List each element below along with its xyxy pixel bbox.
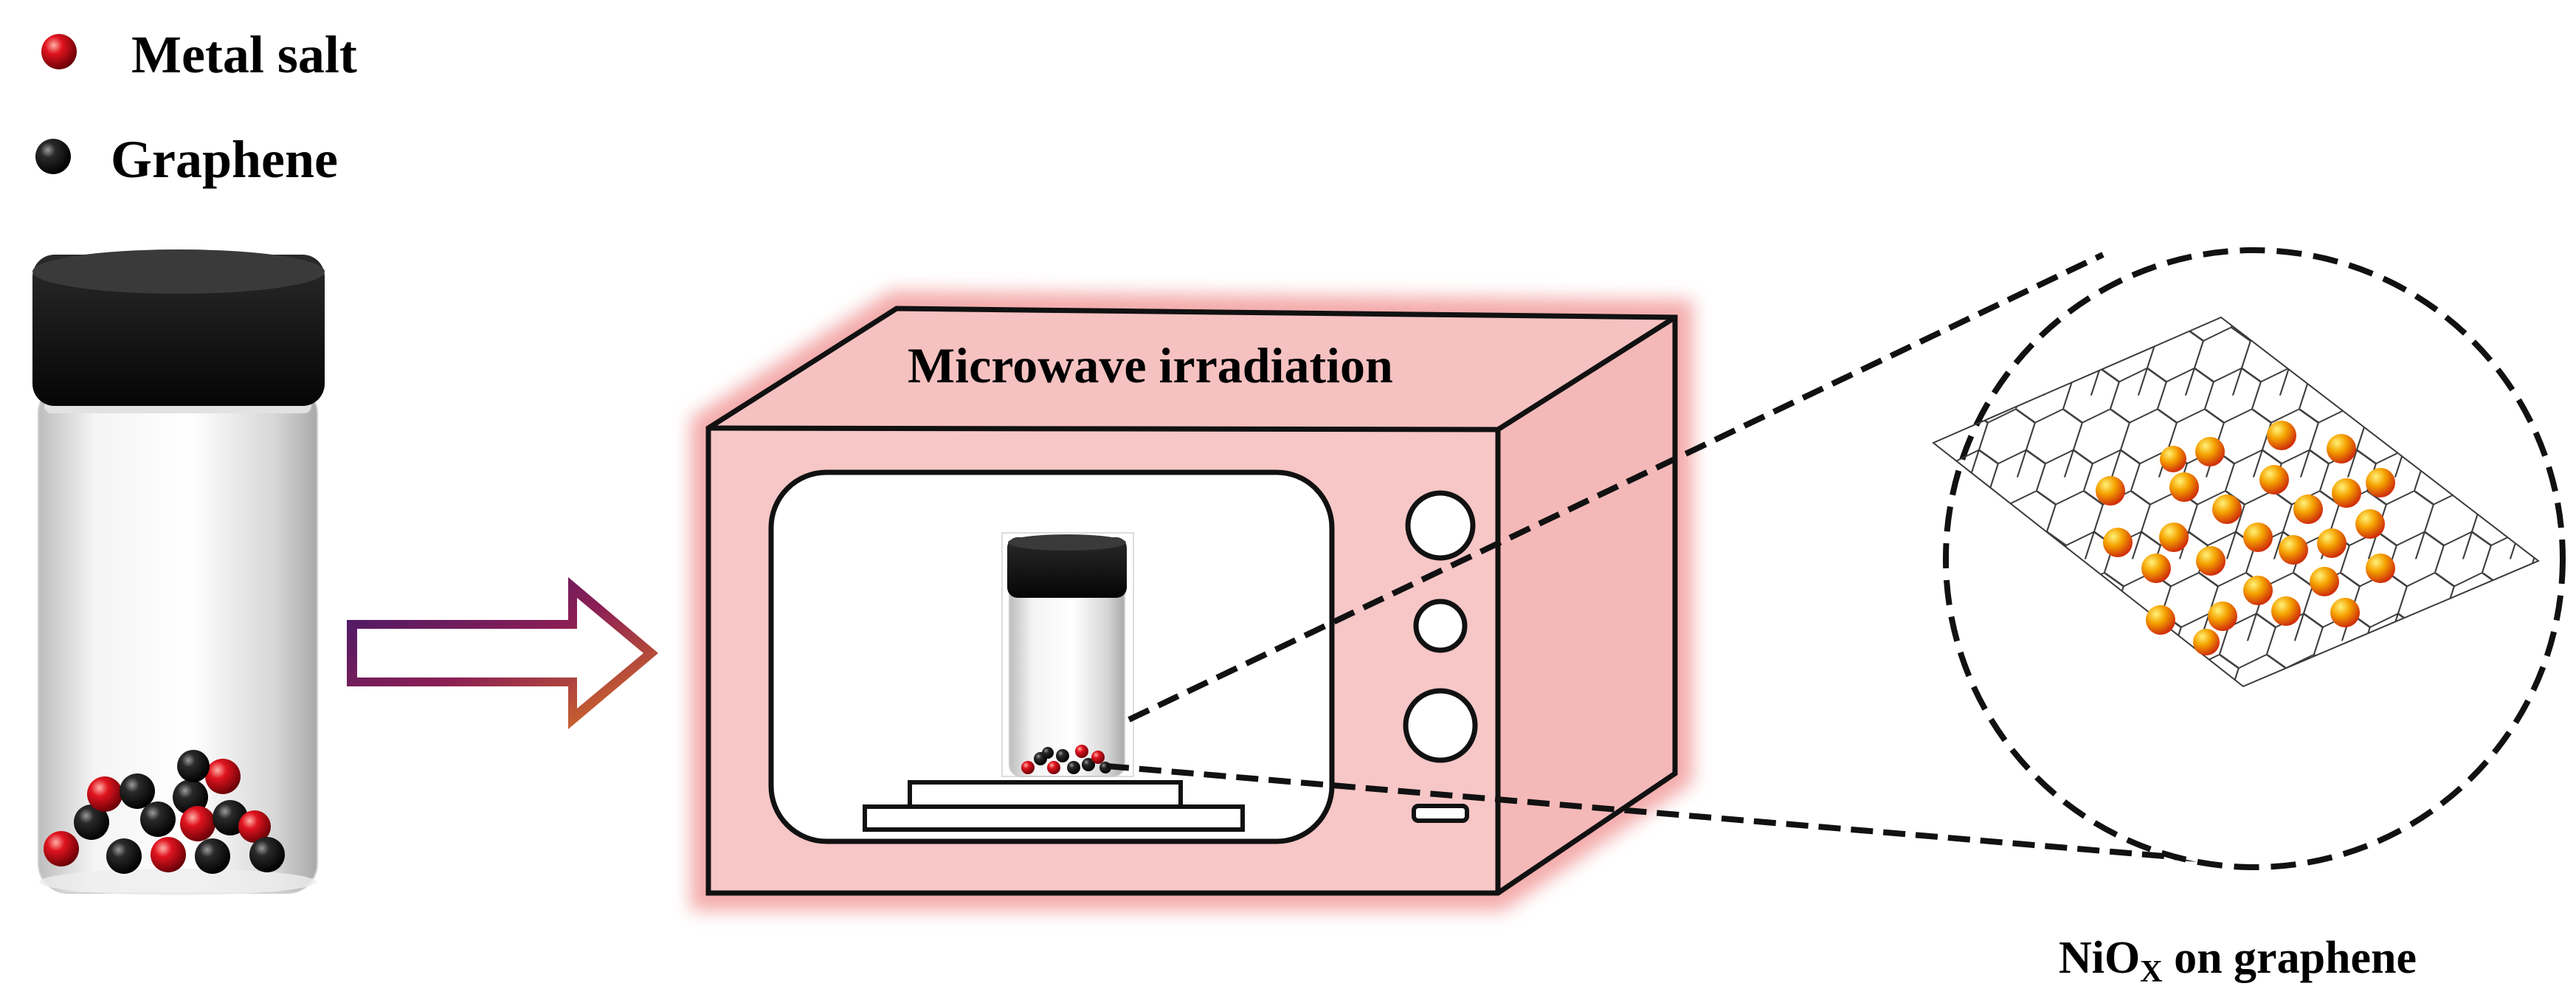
- graphene-particle: [177, 750, 210, 782]
- graphene-particle: [249, 837, 285, 872]
- nanoparticle: [2103, 528, 2133, 557]
- graphene-particle: [173, 779, 208, 815]
- legend: Metal salt Graphene: [35, 25, 357, 189]
- zoom-lines: [1106, 252, 2251, 866]
- vial-icon: [32, 249, 325, 895]
- control-panel: [1365, 443, 1483, 878]
- microwave-label: Microwave irradiation: [908, 337, 1393, 393]
- graphene-particle: [195, 838, 230, 874]
- metal-salt-particle: [151, 837, 186, 872]
- nanoparticle: [2310, 567, 2339, 596]
- metal-salt-particle: [87, 776, 122, 812]
- product-label-rest: on graphene: [2163, 933, 2417, 983]
- metal-salt-label: Metal salt: [131, 25, 357, 84]
- right-arrow-icon: [347, 577, 658, 729]
- metal-salt-particle: [205, 759, 241, 794]
- nanoparticle: [2195, 437, 2225, 466]
- graphene-particle: [74, 804, 109, 840]
- nanoparticle: [2193, 629, 2220, 655]
- graphene-particle: [106, 838, 142, 874]
- knob-middle-icon: [1413, 599, 1468, 653]
- door-handle-icon: [1412, 804, 1469, 823]
- knob-bottom-icon: [1403, 688, 1478, 763]
- nanoparticle: [2243, 576, 2273, 605]
- product-label-sub: X: [2140, 955, 2162, 989]
- nanoparticle: [2146, 605, 2175, 635]
- nanoparticle: [2259, 465, 2289, 494]
- graphene-particle: [140, 802, 176, 837]
- magnified-view: [1932, 247, 2566, 870]
- graphene-particle: [120, 773, 155, 809]
- nanoparticle: [2293, 494, 2323, 524]
- metal-salt-particle: [180, 806, 215, 841]
- knob-top-icon: [1405, 490, 1476, 561]
- nanoparticle: [2332, 478, 2361, 508]
- vial-cap-top: [32, 249, 325, 294]
- nanoparticle: [2096, 476, 2125, 506]
- nanoparticle: [2271, 596, 2301, 626]
- graphene-label: Graphene: [111, 130, 338, 189]
- vial-cap: [32, 255, 325, 406]
- nanoparticle: [2212, 494, 2242, 524]
- metal-salt-ball-icon: [41, 34, 77, 69]
- metal-salt-particle: [238, 810, 271, 843]
- turntable: [863, 780, 1245, 832]
- nanoparticle: [2208, 602, 2237, 631]
- nanoparticle: [2243, 523, 2273, 552]
- nanoparticle: [2327, 434, 2356, 463]
- nanoparticle: [2366, 554, 2395, 583]
- nanoparticle: [2279, 535, 2308, 565]
- nanoparticle: [2141, 554, 2171, 583]
- nanoparticle: [2267, 421, 2296, 450]
- product-label: NiOX on graphene: [2059, 933, 2417, 989]
- nanoparticle: [2159, 523, 2189, 552]
- nanoparticle: [2160, 446, 2186, 472]
- nanoparticle: [2169, 472, 2199, 502]
- small-vial-icon: [1001, 532, 1134, 777]
- nanoparticle: [2196, 546, 2225, 576]
- graphene-ball-icon: [35, 139, 71, 174]
- product-label-main: NiO: [2059, 933, 2140, 983]
- nanoparticle: [2366, 468, 2395, 497]
- nanoparticle: [2317, 528, 2347, 558]
- nio-nanoparticles: [2096, 421, 2395, 655]
- nanoparticle: [2330, 598, 2360, 627]
- vial-particles: [44, 750, 285, 874]
- nanoparticle: [2355, 509, 2385, 539]
- vial-bottom: [39, 869, 317, 895]
- metal-salt-particle: [44, 831, 79, 866]
